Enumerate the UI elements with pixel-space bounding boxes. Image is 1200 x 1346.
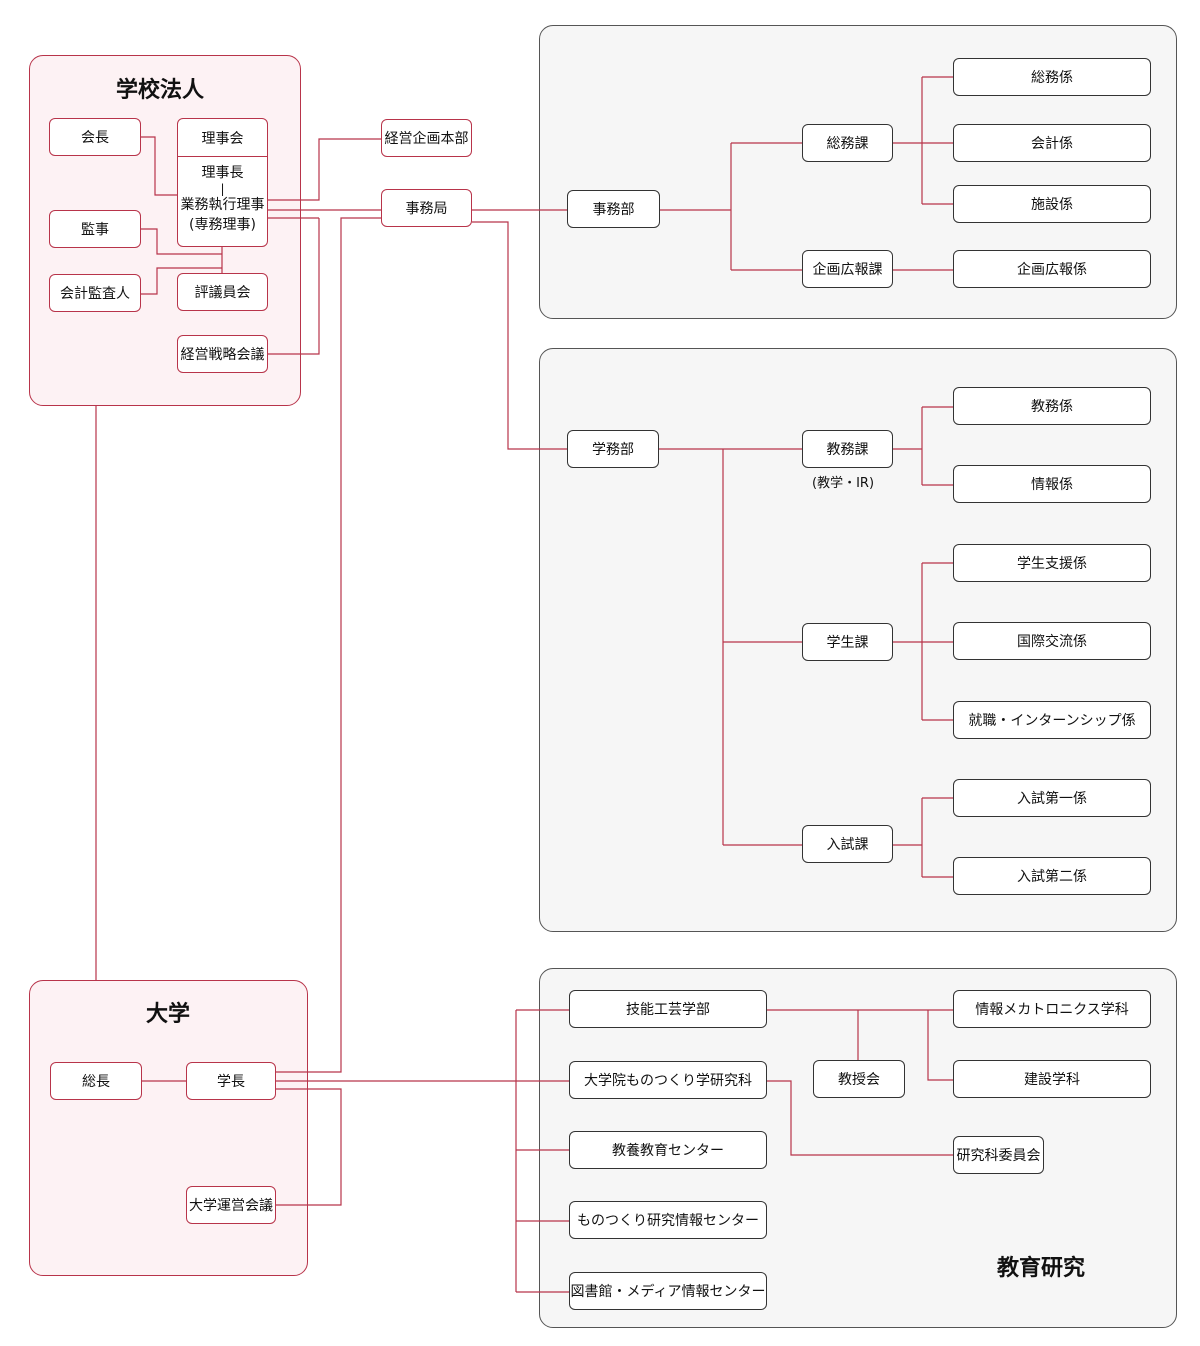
graduate-school-box: 大学院ものつくり学研究科 <box>569 1061 767 1099</box>
board-label: 理事会 <box>178 119 267 157</box>
chancellor-box: 総長 <box>50 1062 142 1100</box>
executive-sub-label: (専務理事) <box>189 217 256 233</box>
general-unit-box: 総務係 <box>953 58 1151 96</box>
construction-dept-box: 建設学科 <box>953 1060 1151 1098</box>
planning-hq-box: 経営企画本部 <box>381 119 472 157</box>
pr-unit-box: 企画広報係 <box>953 250 1151 288</box>
faculty-box: 技能工芸学部 <box>569 990 767 1028</box>
international-unit-box: 国際交流係 <box>953 622 1151 660</box>
management-council-box: 大学運営会議 <box>186 1186 276 1224</box>
information-unit-box: 情報係 <box>953 465 1151 503</box>
university-president-box: 学長 <box>186 1062 276 1100</box>
accounting-unit-box: 会計係 <box>953 124 1151 162</box>
admission-unit-1-box: 入試第一係 <box>953 779 1151 817</box>
academic-affairs-dept-box: 学務部 <box>567 430 659 468</box>
chairman-box: 会長 <box>49 118 141 156</box>
education-unit-box: 教務係 <box>953 387 1151 425</box>
accounting-auditor-box: 会計監査人 <box>49 274 141 312</box>
general-affairs-dept-box: 事務部 <box>567 190 660 228</box>
student-section-box: 学生課 <box>802 623 893 661</box>
faculty-council-box: 教授会 <box>813 1060 905 1098</box>
admission-section-box: 入試課 <box>802 825 893 863</box>
graduate-committee-box: 研究科委員会 <box>953 1136 1044 1174</box>
admission-unit-2-box: 入試第二係 <box>953 857 1151 895</box>
education-research-title: 教育研究 <box>997 1256 1086 1281</box>
liberal-arts-center-box: 教養教育センター <box>569 1131 767 1169</box>
student-support-unit-box: 学生支援係 <box>953 544 1151 582</box>
board-box: 理事会 理事長 | 業務執行理事 (専務理事) <box>177 118 268 247</box>
president-label: 理事長 <box>201 165 244 181</box>
education-section-box: 教務課 <box>802 430 893 468</box>
council-box: 評議員会 <box>177 273 268 311</box>
pr-section-box: 企画広報課 <box>802 250 893 288</box>
library-center-box: 図書館・メディア情報センター <box>569 1272 767 1310</box>
strategy-meeting-box: 経営戦略会議 <box>177 335 268 373</box>
board-dash: | <box>220 182 225 196</box>
general-section-box: 総務課 <box>802 124 893 162</box>
secretariat-box: 事務局 <box>381 189 472 227</box>
corporation-title: 学校法人 <box>116 78 205 103</box>
university-title: 大学 <box>146 1002 191 1027</box>
career-unit-box: 就職・インターンシップ係 <box>953 701 1151 739</box>
education-section-note: (教学・IR) <box>812 476 875 491</box>
mechatronics-dept-box: 情報メカトロニクス学科 <box>953 990 1151 1028</box>
university-region <box>29 980 308 1276</box>
executive-label: 業務執行理事 <box>180 197 265 213</box>
auditor-box: 監事 <box>49 210 141 248</box>
research-info-center-box: ものつくり研究情報センター <box>569 1201 767 1239</box>
facilities-unit-box: 施設係 <box>953 185 1151 223</box>
